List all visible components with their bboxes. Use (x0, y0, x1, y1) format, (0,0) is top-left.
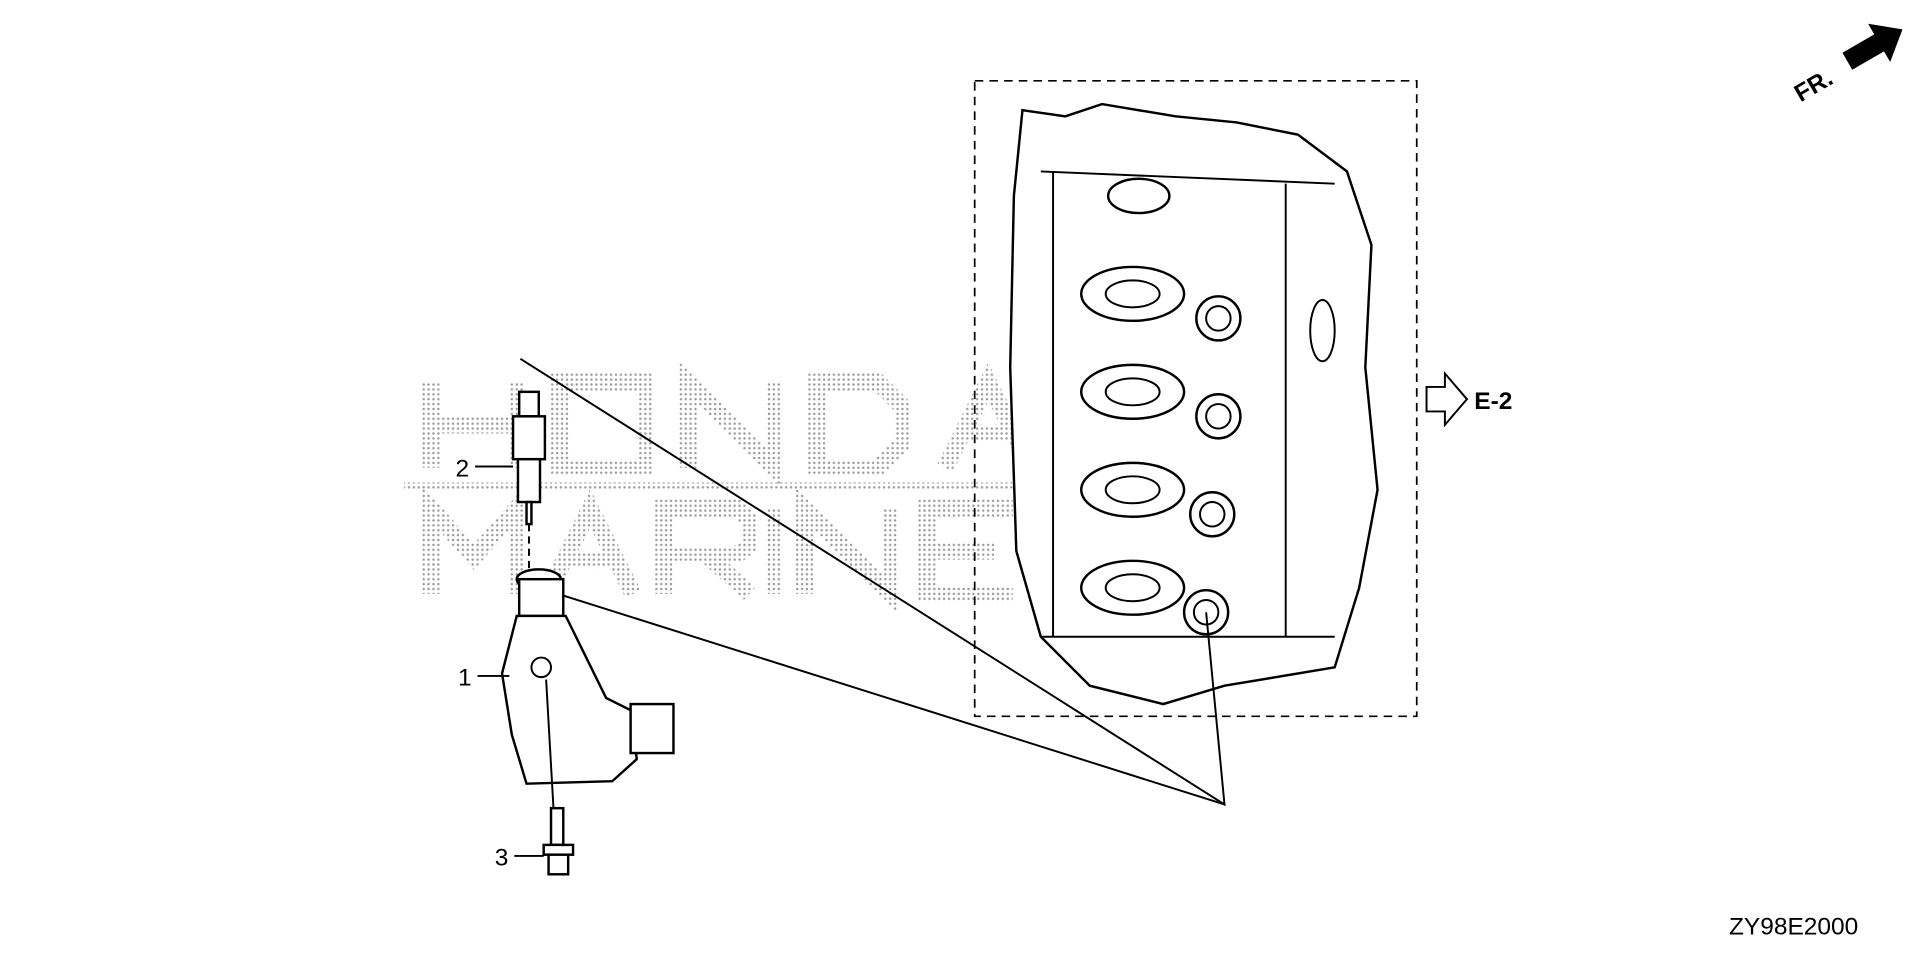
diagram-code: ZY98E2000 (1729, 913, 1858, 940)
cylinder-head-reference-box (973, 79, 1418, 718)
reference-label: E-2 (1474, 388, 1512, 415)
callout-3[interactable]: 3 (495, 845, 509, 872)
callout-2[interactable]: 2 (456, 455, 470, 482)
honda-marine-watermark (404, 361, 1078, 615)
reference-arrow-icon (1425, 370, 1469, 428)
reference-e2[interactable]: E-2 (1425, 370, 1513, 428)
spark-plug (511, 390, 547, 570)
leader-line (538, 586, 1225, 806)
bolt (542, 806, 575, 876)
cylinder-head (1008, 102, 1379, 706)
front-direction-arrow-icon: FR. (1790, 23, 1903, 108)
callout-1[interactable]: 1 (458, 665, 472, 692)
front-label: FR. (1790, 65, 1838, 108)
ignition-coil (500, 568, 675, 809)
